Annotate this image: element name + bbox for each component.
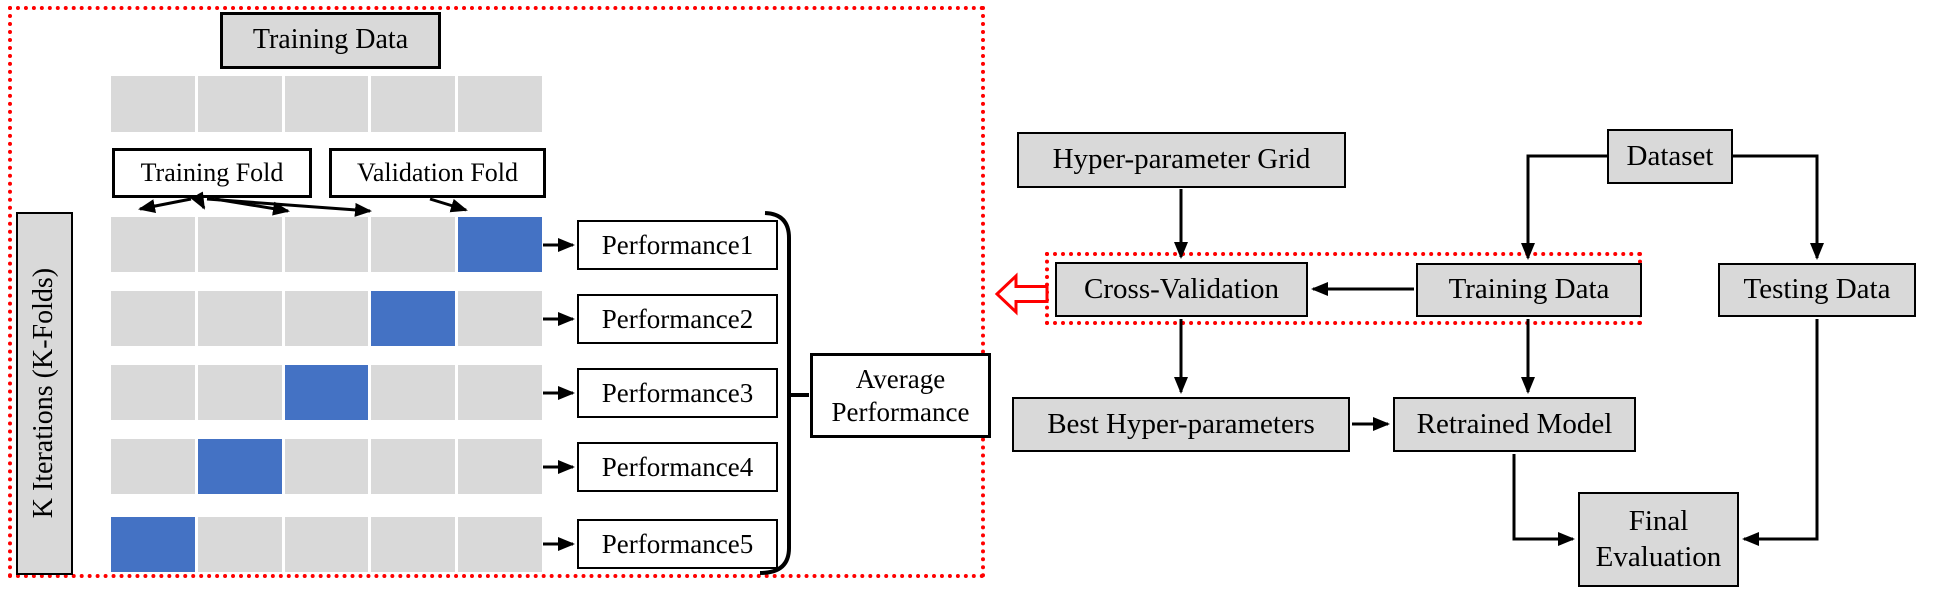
training-fold-cell (458, 517, 542, 572)
iteration-row-2 (111, 291, 542, 346)
performance-label-5: Performance5 (601, 528, 754, 559)
dataset-node: Dataset (1607, 129, 1733, 184)
average-performance-box: Average Performance (810, 353, 991, 438)
iteration-row-4 (111, 439, 542, 494)
iteration-row-5 (111, 517, 542, 572)
training-fold-cell (197, 365, 282, 420)
training-fold-cell (371, 217, 456, 272)
performance-box-1: Performance1 (577, 220, 778, 270)
training-fold-cell (111, 291, 195, 346)
training-fold-cell (284, 291, 369, 346)
testing-to-final-arrow (1742, 319, 1819, 546)
iteration-row-3 (111, 365, 542, 420)
validation-fold-legend-box: Validation Fold (329, 148, 546, 198)
training-data-header-box: Training Data (220, 12, 441, 69)
training-fold-cell (371, 439, 456, 494)
training-fold-cell (284, 439, 369, 494)
iteration-row-1 (111, 217, 542, 272)
training-fold-cell (197, 517, 282, 572)
cross-validation-node: Cross-Validation (1055, 262, 1308, 317)
k-iterations-box: K Iterations (K-Folds) (16, 212, 73, 575)
training-fold-cell (197, 76, 282, 132)
performance-label-4: Performance4 (601, 451, 754, 482)
retrained-to-final-arrow (1512, 454, 1575, 546)
cross-validation-label: Cross-Validation (1084, 272, 1279, 305)
dataset-label: Dataset (1626, 139, 1714, 172)
training-fold-cell (371, 517, 456, 572)
performance-box-4: Performance4 (577, 442, 778, 492)
training-data-label: Training Data (1448, 273, 1610, 306)
validation-fold-cell (371, 291, 456, 346)
training-fold-cell (371, 365, 456, 420)
red-highlight-arrow-icon (994, 272, 1049, 316)
training-fold-cell (197, 217, 282, 272)
performance-box-2: Performance2 (577, 294, 778, 344)
training-fold-cell (458, 291, 542, 346)
training-fold-cell (111, 76, 195, 132)
best-hyperparameters-node: Best Hyper-parameters (1012, 397, 1350, 452)
performance-label-2: Performance2 (601, 303, 754, 334)
training-fold-cell (371, 76, 456, 132)
training-fold-cell (284, 517, 369, 572)
validation-fold-cell (111, 517, 195, 572)
training-fold-cell (458, 76, 542, 132)
validation-fold-cell (197, 439, 282, 494)
validation-fold-cell (284, 365, 369, 420)
testing-data-label: Testing Data (1743, 273, 1891, 306)
retrained-model-label: Retrained Model (1416, 407, 1613, 440)
training-data-strip (111, 76, 542, 132)
hyperparameter-grid-label: Hyper-parameter Grid (1052, 143, 1311, 176)
retrained-model-node: Retrained Model (1393, 397, 1636, 452)
training-data-header-label: Training Data (252, 24, 409, 56)
dataset-to-trainingdata-arrow (1521, 154, 1607, 260)
final-evaluation-label: Final Evaluation (1595, 505, 1722, 573)
dataset-to-testingdata-arrow (1732, 154, 1824, 260)
best-hyperparameters-label: Best Hyper-parameters (1047, 407, 1315, 440)
left-panel-red-dotted-border (8, 6, 985, 578)
performance-box-3: Performance3 (577, 368, 778, 418)
training-fold-cell (284, 76, 369, 132)
performance-label-1: Performance1 (601, 229, 754, 260)
hyperparameter-grid-node: Hyper-parameter Grid (1017, 132, 1346, 188)
training-data-node: Training Data (1416, 263, 1642, 317)
training-fold-cell (197, 291, 282, 346)
performance-label-3: Performance3 (601, 377, 754, 408)
testing-data-node: Testing Data (1718, 263, 1916, 317)
training-fold-cell (111, 365, 195, 420)
k-iterations-label: K Iterations (K-Folds) (28, 268, 60, 519)
validation-fold-label: Validation Fold (356, 158, 519, 188)
training-fold-cell (111, 439, 195, 494)
performance-box-5: Performance5 (577, 519, 778, 569)
average-performance-label: Average Performance (831, 363, 970, 427)
training-fold-label: Training Fold (140, 158, 284, 188)
final-evaluation-node: Final Evaluation (1578, 492, 1739, 587)
training-fold-legend-box: Training Fold (112, 148, 312, 198)
training-fold-cell (111, 217, 195, 272)
training-fold-cell (458, 365, 542, 420)
validation-fold-cell (458, 217, 542, 272)
training-fold-cell (458, 439, 542, 494)
training-fold-cell (284, 217, 369, 272)
